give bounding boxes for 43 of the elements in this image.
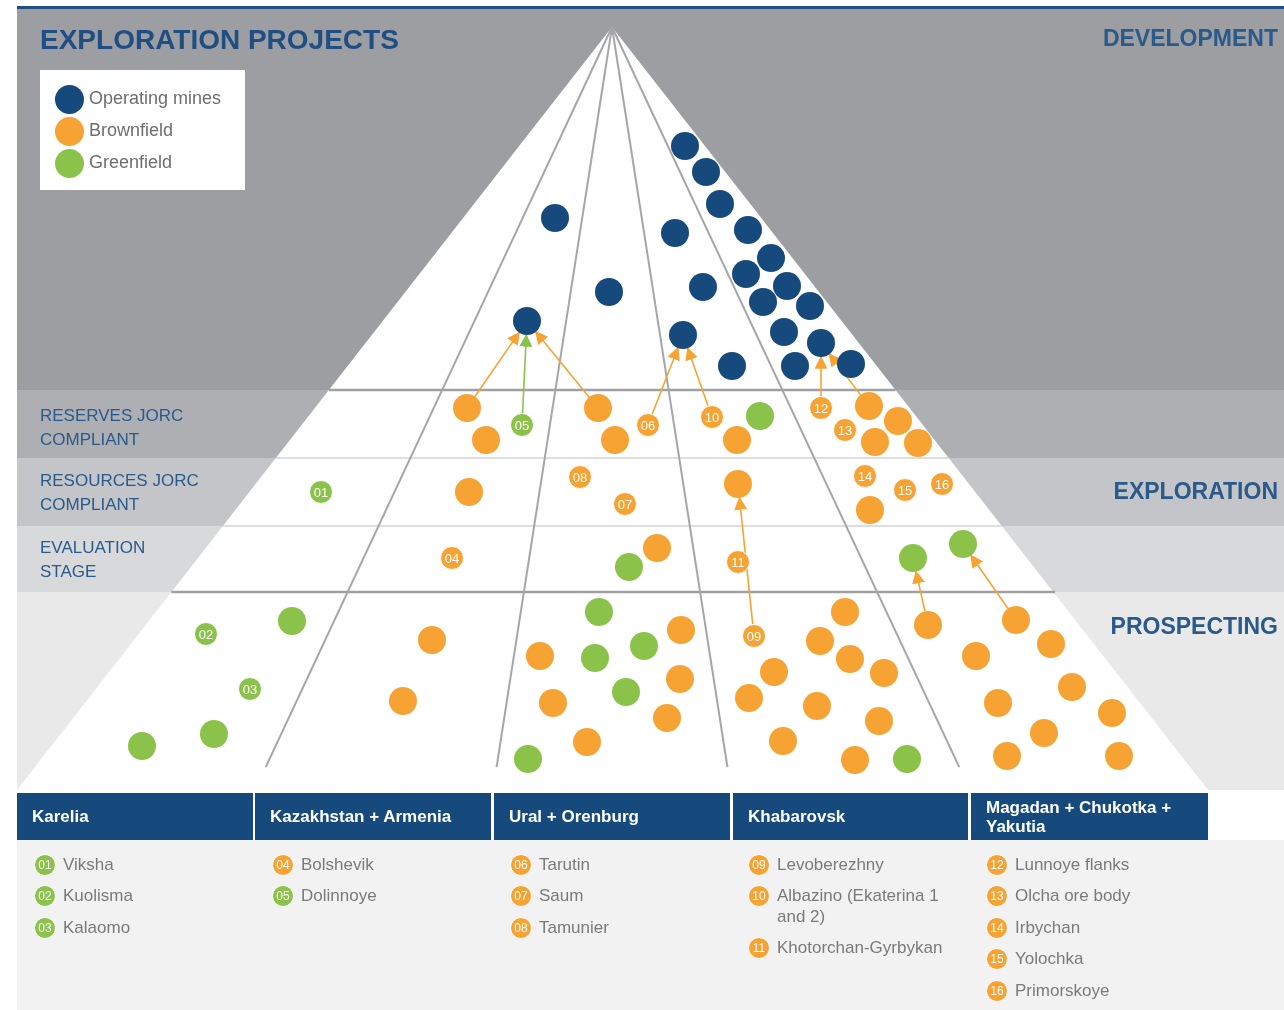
arrow (828, 353, 862, 396)
project-name: Tarutin (539, 854, 591, 875)
region-header: Ural + Orenburg (494, 793, 730, 840)
project-name: Dolinnoye (301, 885, 377, 906)
project-name: Albazino (Ekaterina 1 and 2) (777, 885, 940, 927)
arrow (535, 330, 590, 398)
node-label: Karelia (32, 807, 89, 826)
project-name: Kalaomo (63, 917, 131, 938)
project-name: Bolshevik (301, 854, 374, 875)
arrow (734, 496, 754, 625)
project-name: Levoberezhny (777, 854, 884, 875)
arrow (474, 331, 520, 398)
arrow (519, 333, 533, 414)
stage-heading: DEVELOPMENT (1102, 25, 1278, 52)
arrow (912, 570, 926, 613)
project-name: Saum (539, 885, 584, 906)
node-label: Kazakhstan + Armenia (270, 807, 452, 826)
region-header: Karelia (17, 793, 253, 840)
stage-label: RESOURCES JORC COMPLIANT (40, 470, 200, 516)
project-name: Tamunier (539, 917, 609, 938)
project-name: Viksha (63, 854, 114, 875)
region-header: Magadan + Chukotka + Yakutia (971, 793, 1208, 840)
legend-text: Brownfield (89, 120, 174, 141)
project-name: Yolochka (1015, 948, 1084, 969)
stage-label: EVALUATION STAGE (40, 537, 147, 583)
legend-text: Operating mines (89, 88, 222, 109)
stage-label: RESERVES JORC COMPLIANT (40, 405, 185, 451)
project-name: Kuolisma (63, 885, 133, 906)
project-name: Primorskoye (1015, 980, 1110, 1001)
arrow (685, 346, 709, 407)
region-header: Khabarovsk (733, 793, 968, 840)
stage-heading: PROSPECTING (1110, 613, 1278, 640)
project-name: Khotorchan-Gyrbykan (777, 937, 943, 958)
stage-heading: EXPLORATION (1113, 478, 1278, 505)
project-name: Irbychan (1015, 917, 1081, 938)
arrow (651, 346, 680, 415)
region-header: Kazakhstan + Armenia (255, 793, 491, 840)
project-name: Lunnoye flanks (1015, 854, 1130, 875)
legend-text: Greenfield (89, 152, 173, 173)
arrow (970, 554, 1009, 610)
title: EXPLORATION PROJECTS (40, 24, 399, 56)
arrow (814, 355, 828, 397)
project-name: Olcha ore body (1015, 885, 1131, 906)
